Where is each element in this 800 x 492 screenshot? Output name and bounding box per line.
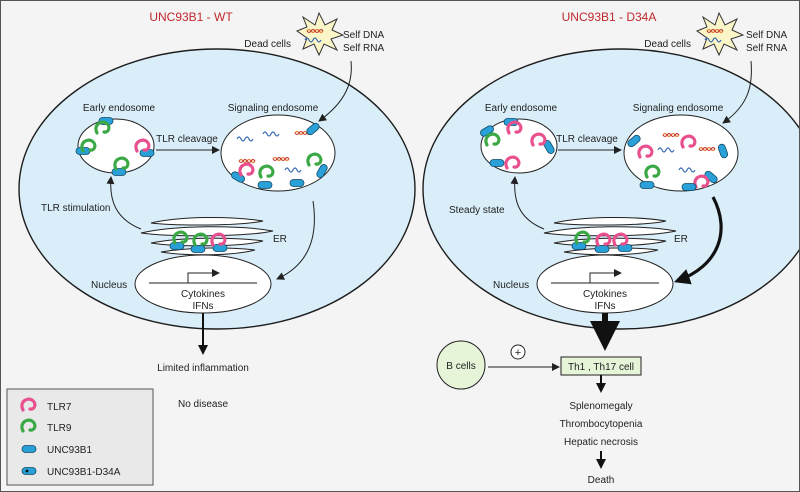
mut-title: UNC93B1 - D34A (562, 10, 657, 24)
wt-nucleus-label: Nucleus (91, 280, 127, 291)
legend-unc93b1: UNC93B1 (47, 445, 92, 456)
mut-signaling-endosome-label: Signaling endosome (633, 103, 724, 114)
unc93b1-d34a-icon (21, 467, 37, 475)
outcome-thrombocytopenia: Thrombocytopenia (560, 419, 643, 430)
unc93b1-icon (21, 445, 37, 453)
wt-title: UNC93B1 - WT (149, 10, 233, 24)
mut-dead-cells-label: Dead cells (644, 39, 691, 50)
wt-uptake-arrow (318, 60, 352, 122)
legend-tlr9: TLR9 (47, 423, 72, 434)
wt-stimulation-arrow (106, 176, 142, 230)
legend: TLR7 TLR9 UNC93B1 UNC93B1-D34A (6, 388, 154, 486)
dead-cell-icon (295, 11, 345, 57)
mut-tlr-cleavage-label: TLR cleavage (556, 134, 618, 145)
mut-er-label: ER (674, 234, 688, 245)
wt-signaling-endosome-label: Signaling endosome (228, 103, 319, 114)
wt-outcome-2: No disease (178, 399, 228, 410)
wt-stimulation-label: TLR stimulation (41, 203, 110, 214)
wt-transcription-arrow (187, 269, 220, 283)
mut-stimulation-label: Steady state (449, 205, 505, 216)
wt-outcome-1: Limited inflammation (157, 363, 249, 374)
outcome-hepatic-necrosis: Hepatic necrosis (564, 437, 638, 448)
mut-self-rna-label: Self RNA (746, 43, 787, 54)
legend-unc93b1-d34a: UNC93B1-D34A (47, 467, 121, 478)
wt-cytokines-label: Cytokines (181, 289, 225, 300)
mut-transcription-arrow (589, 269, 622, 283)
mut-uptake-arrow (722, 60, 752, 124)
dead-cell-icon (695, 11, 745, 57)
mut-stimulation-arrow (510, 176, 545, 230)
wt-panel: UNC93B1 - WT Dead cells Self DNA Self RN… (18, 10, 416, 410)
wt-ifns-label: IFNs (192, 301, 213, 312)
mut-cytokines-label: Cytokines (583, 289, 627, 300)
wt-signal-arrow (276, 200, 315, 280)
wt-early-endosome-label: Early endosome (83, 103, 156, 114)
mut-self-dna-label: Self DNA (746, 30, 787, 41)
wt-er-label: ER (273, 234, 287, 245)
mut-ifns-label: IFNs (594, 301, 615, 312)
outcome-splenomegaly: Splenomegaly (569, 401, 632, 412)
b-cells (436, 340, 486, 390)
th-cell-label: Th1 , Th17 cell (568, 362, 634, 373)
wt-self-rna-label: Self RNA (343, 43, 384, 54)
plus-badge (510, 344, 526, 360)
mut-signal-arrow (673, 196, 723, 285)
legend-tlr7: TLR7 (47, 402, 72, 413)
wt-dead-cells-label: Dead cells (244, 39, 291, 50)
wt-self-dna-label: Self DNA (343, 30, 384, 41)
mut-nucleus-label: Nucleus (493, 280, 529, 291)
b-cells-label: B cells (446, 361, 475, 372)
mut-early-endosome-label: Early endosome (485, 103, 558, 114)
outcome-death: Death (588, 475, 615, 486)
wt-tlr-cleavage-label: TLR cleavage (156, 134, 218, 145)
plus-sign: + (515, 347, 521, 359)
mut-panel: UNC93B1 - D34A Dead cells Self DNA Self … (422, 10, 799, 486)
